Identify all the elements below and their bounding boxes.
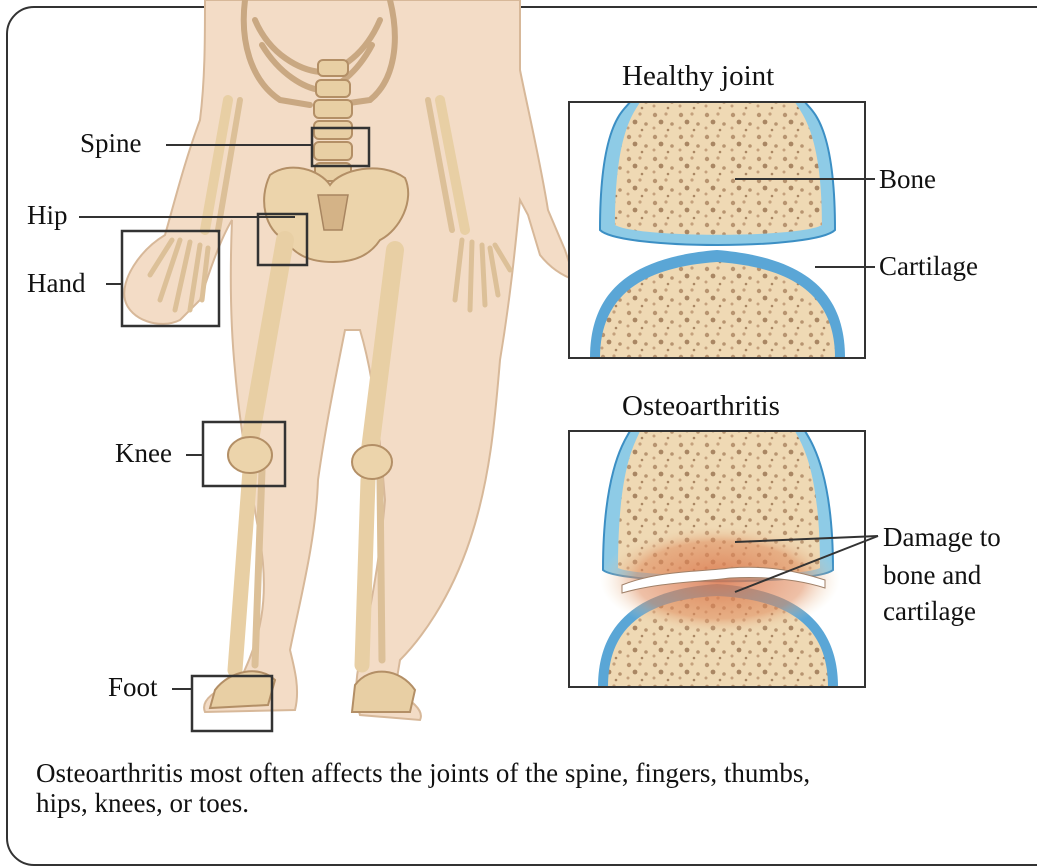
healthy-joint-title: Healthy joint — [622, 60, 774, 92]
healthy-joint-illustration — [569, 102, 865, 358]
caption-line-1: Osteoarthritis most often affects the jo… — [36, 758, 996, 788]
label-damage-line1: Damage to — [883, 522, 1001, 552]
left-tibia — [235, 470, 250, 670]
label-hip: Hip — [27, 200, 68, 230]
label-damage-line2: bone and — [883, 560, 981, 590]
label-foot: Foot — [108, 672, 158, 702]
label-hand: Hand — [27, 268, 85, 298]
right-foot-bones — [352, 672, 415, 712]
right-tibia — [362, 480, 368, 665]
diagram-artwork — [0, 0, 1037, 829]
caption-line-2: hips, knees, or toes. — [36, 788, 996, 818]
label-bone: Bone — [879, 164, 936, 194]
label-knee: Knee — [115, 438, 172, 468]
label-damage-line3: cartilage — [883, 596, 976, 626]
label-spine: Spine — [80, 128, 142, 158]
human-figure — [124, 0, 575, 720]
figure-caption: Osteoarthritis most often affects the jo… — [36, 758, 996, 818]
label-cartilage: Cartilage — [879, 251, 978, 281]
left-knee-joint — [228, 437, 272, 473]
right-knee-joint — [352, 445, 392, 479]
osteoarthritis-title: Osteoarthritis — [622, 390, 780, 422]
